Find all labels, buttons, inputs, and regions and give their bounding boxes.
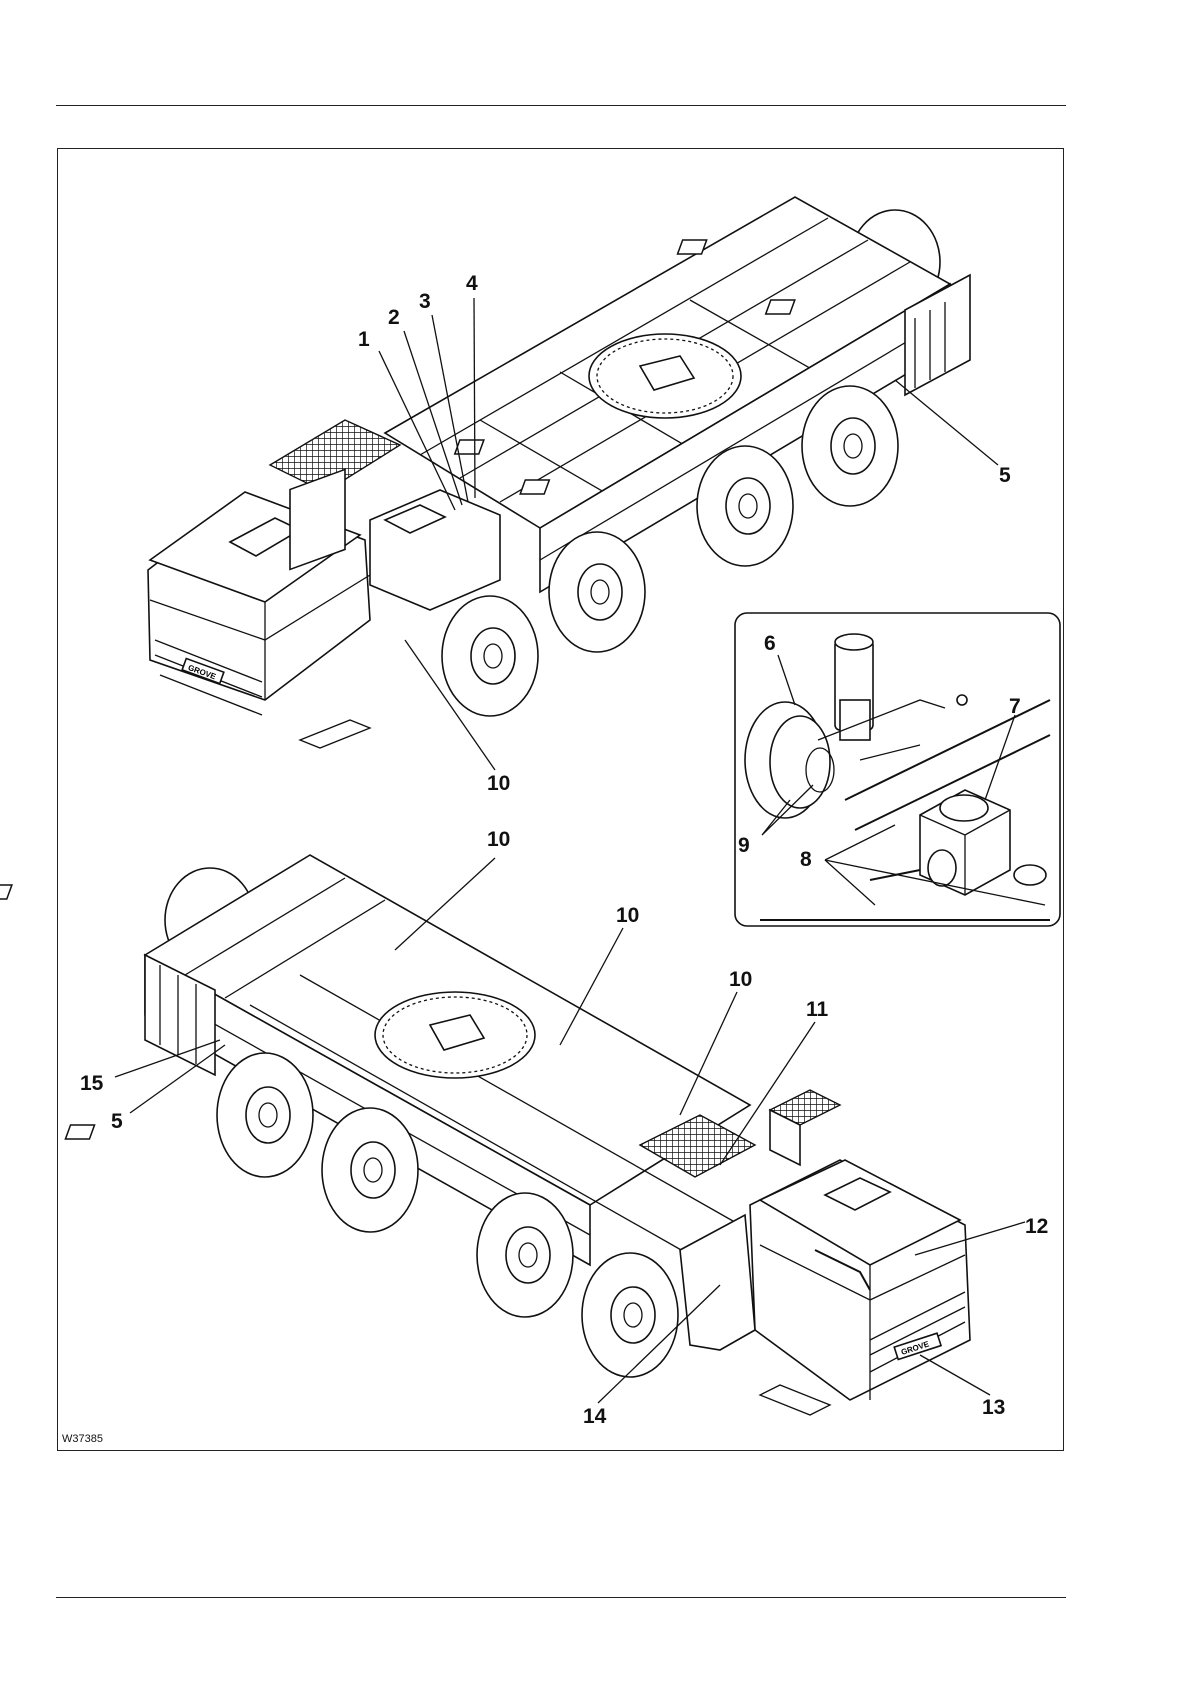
callout-5-bottom: 5 [111, 1110, 123, 1133]
callout-14: 14 [583, 1405, 607, 1428]
callout-9: 9 [738, 834, 750, 857]
callout-11: 11 [806, 998, 829, 1021]
carrier-bottom-view: GROVE [0, 855, 970, 1415]
callout-7: 7 [1009, 695, 1021, 718]
detail-inset [735, 613, 1060, 926]
callout-5-top: 5 [999, 464, 1011, 487]
callout-6: 6 [764, 632, 776, 655]
callout-12: 12 [1025, 1215, 1048, 1238]
callout-13: 13 [982, 1396, 1005, 1419]
callout-10-lower-b: 10 [616, 904, 639, 927]
callout-1: 1 [358, 328, 370, 351]
callout-10-lower-c: 10 [729, 968, 752, 991]
callout-3: 3 [419, 290, 431, 313]
callout-4: 4 [466, 272, 478, 295]
callout-15: 15 [80, 1072, 104, 1095]
callout-8: 8 [800, 848, 812, 871]
figure-id-label: W37385 [62, 1433, 103, 1445]
callout-10-top: 10 [487, 772, 510, 795]
callout-2: 2 [388, 306, 400, 329]
callout-10-lower-a: 10 [487, 828, 510, 851]
